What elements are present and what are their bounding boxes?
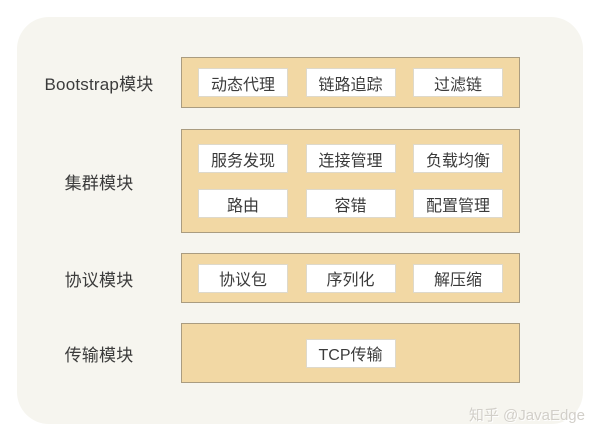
module-row-transport: 传输模块 TCP传输 <box>17 323 583 383</box>
component-box-row: 路由 容错 配置管理 <box>198 189 503 218</box>
module-band-protocol: 协议包 序列化 解压缩 <box>181 253 520 303</box>
component-box-service-discovery: 服务发现 <box>198 144 288 173</box>
module-label-transport: 传输模块 <box>64 345 134 365</box>
component-box-serialization: 序列化 <box>305 263 396 293</box>
module-row-protocol: 协议模块 协议包 序列化 解压缩 <box>17 253 583 303</box>
diagram-card: Bootstrap模块 动态代理 链路追踪 过滤链 集群模块 服务发现 连接管理… <box>17 17 583 424</box>
component-box-filter-chain: 过滤链 <box>413 68 503 97</box>
module-band-cluster: 服务发现 连接管理 负载均衡 路由 容错 配置管理 <box>181 129 520 233</box>
component-box-connection-management: 连接管理 <box>305 144 396 173</box>
module-band-transport: TCP传输 <box>181 323 520 383</box>
module-label-cluster: 集群模块 <box>64 173 134 193</box>
component-box-config-management: 配置管理 <box>413 189 503 218</box>
module-row-cluster: 集群模块 服务发现 连接管理 负载均衡 路由 容错 配置管理 <box>17 129 583 233</box>
component-box-dynamic-proxy: 动态代理 <box>198 68 288 97</box>
component-box-decompression: 解压缩 <box>413 263 503 293</box>
component-box-load-balancing: 负载均衡 <box>413 144 503 173</box>
module-label-bootstrap: Bootstrap模块 <box>44 75 154 94</box>
component-box-protocol-packet: 协议包 <box>198 263 288 293</box>
module-label-protocol: 协议模块 <box>64 270 134 290</box>
component-box-fault-tolerance: 容错 <box>305 189 396 218</box>
component-box-row: 动态代理 链路追踪 过滤链 <box>198 68 503 97</box>
component-box-routing: 路由 <box>198 189 288 218</box>
zhihu-watermark: 知乎 @JavaEdge <box>468 407 585 424</box>
component-box-row: 服务发现 连接管理 负载均衡 <box>198 144 503 173</box>
component-box-row: TCP传输 <box>198 338 503 368</box>
component-box-tcp-transport: TCP传输 <box>305 338 396 368</box>
component-box-row: 协议包 序列化 解压缩 <box>198 263 503 293</box>
component-box-link-tracing: 链路追踪 <box>305 68 396 97</box>
module-row-bootstrap: Bootstrap模块 动态代理 链路追踪 过滤链 <box>17 57 583 108</box>
module-band-bootstrap: 动态代理 链路追踪 过滤链 <box>181 57 520 108</box>
